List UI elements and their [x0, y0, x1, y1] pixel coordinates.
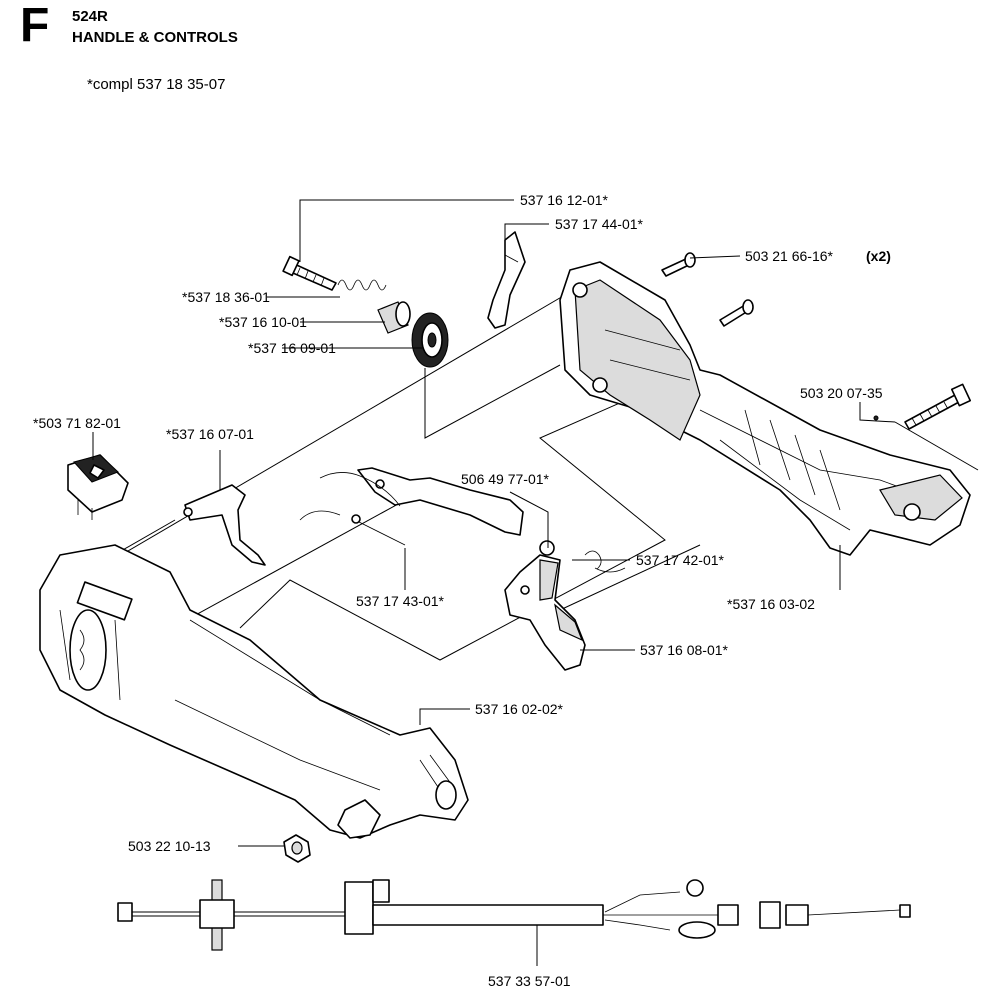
screw-pair-part — [661, 252, 754, 327]
compression-spring-part — [337, 279, 387, 291]
part-label: 503 22 10-13 — [128, 838, 211, 854]
part-label: *503 71 82-01 — [33, 415, 121, 431]
part-label: *537 18 36-01 — [182, 289, 270, 305]
part-label: 537 17 44-01* — [555, 216, 644, 232]
part-label: 537 17 42-01* — [636, 552, 725, 568]
part-label: 503 20 07-35 — [800, 385, 883, 401]
part-label: 537 16 02-02* — [475, 701, 564, 717]
throttle-trigger-part — [504, 540, 626, 671]
part-label: 537 16 08-01* — [640, 642, 729, 658]
section-letter: F — [20, 0, 50, 52]
page-title: HANDLE & CONTROLS — [72, 29, 238, 46]
handle-half-right-part — [559, 261, 971, 556]
part-label: *537 16 10-01 — [219, 314, 307, 330]
part-label: *537 16 09-01 — [248, 340, 336, 356]
leader-lines — [92, 199, 896, 966]
part-label: *537 16 03-02 — [727, 596, 815, 612]
throttle-lockout-part — [183, 484, 266, 566]
bushing-part — [377, 301, 411, 334]
stop-switch-part — [67, 454, 129, 520]
part-label: 537 33 57-01 — [488, 973, 571, 989]
hex-nut-part — [283, 834, 311, 863]
spring-clip-part — [487, 231, 526, 329]
long-screw-part — [873, 383, 972, 430]
compl-note: *compl 537 18 35-07 — [87, 76, 226, 93]
gear-wheel-part — [411, 312, 449, 368]
part-label: 506 49 77-01* — [461, 471, 550, 487]
part-label: *537 16 07-01 — [166, 426, 254, 442]
part-label: 537 17 43-01* — [356, 593, 445, 609]
stop-screw-part — [282, 255, 337, 291]
model-number: 524R — [72, 8, 108, 25]
part-label: 537 16 12-01* — [520, 192, 609, 208]
part-label: 503 21 66-16* — [745, 248, 834, 264]
part-labels: 537 16 12-01* 537 17 44-01* 503 21 66-16… — [33, 192, 891, 989]
throttle-lever-part — [299, 467, 524, 546]
main-handle-part — [39, 544, 469, 839]
part-qty: (x2) — [866, 248, 891, 264]
throttle-cable-part — [117, 879, 911, 951]
